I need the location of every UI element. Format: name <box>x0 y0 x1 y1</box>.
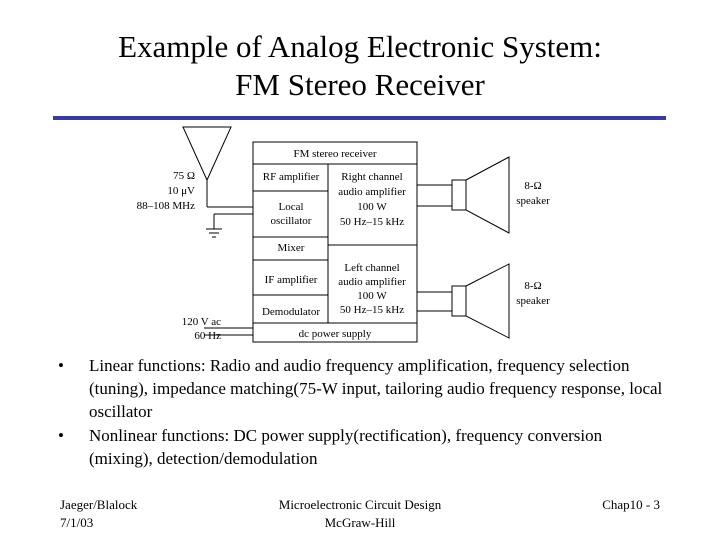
left-channel-line4: 50 Hz–15 kHz <box>340 304 404 316</box>
slide-title: Example of Analog Electronic System: FM … <box>0 28 720 104</box>
speaker-bottom-rating: 8-Ω <box>524 280 541 292</box>
block-local-oscillator-line1: Local <box>278 201 303 213</box>
antenna-frequency: 88–108 MHz <box>137 200 195 212</box>
block-if-amplifier: IF amplifier <box>265 274 318 286</box>
speaker-top-icon <box>417 156 510 234</box>
antenna-voltage: 10 μV <box>167 185 195 197</box>
footer-publisher: McGraw-Hill <box>324 515 396 530</box>
bullet-item-nonlinear: • Nonlinear functions: DC power supply(r… <box>58 424 668 470</box>
bullet-dot: • <box>58 426 64 445</box>
left-channel-line1: Left channel <box>344 262 399 274</box>
receiver-box <box>252 141 418 343</box>
right-channel-line4: 50 Hz–15 kHz <box>340 216 404 228</box>
bullet-dot: • <box>58 356 64 375</box>
block-rf-amplifier: RF amplifier <box>263 171 320 183</box>
footer-left: Jaeger/Blalock 7/1/03 <box>60 496 137 532</box>
footer-date: 7/1/03 <box>60 515 94 530</box>
bullet-text-linear: Linear functions: Radio and audio freque… <box>89 356 663 421</box>
footer-center: Microelectronic Circuit Design McGraw-Hi… <box>210 496 510 532</box>
footer-chapter: Chap10 - 3 <box>602 497 660 512</box>
block-local-oscillator-line2: oscillator <box>271 215 312 227</box>
ground-icon <box>206 213 253 238</box>
right-channel-line3: 100 W <box>357 201 387 213</box>
bullet-list: • Linear functions: Radio and audio freq… <box>58 354 668 471</box>
block-mixer: Mixer <box>278 242 305 254</box>
power-frequency: 60 Hz <box>194 330 221 342</box>
speaker-bottom-label: speaker <box>516 295 550 307</box>
right-channel-line1: Right channel <box>341 171 402 183</box>
antenna-impedance: 75 Ω <box>173 170 195 182</box>
antenna-icon <box>182 126 232 182</box>
fm-receiver-diagram: 75 Ω 10 μV 88–108 MHz 120 V ac 60 Hz FM … <box>137 126 550 343</box>
title-line-2: FM Stereo Receiver <box>235 67 485 102</box>
footer-right: Chap10 - 3 <box>560 496 660 514</box>
left-channel-line3: 100 W <box>357 290 387 302</box>
right-channel-line2: audio amplifier <box>338 186 406 198</box>
power-voltage: 120 V ac <box>182 316 221 328</box>
speaker-top-label: speaker <box>516 195 550 207</box>
speaker-top-rating: 8-Ω <box>524 180 541 192</box>
dc-power-supply: dc power supply <box>299 328 372 340</box>
block-demodulator: Demodulator <box>262 306 320 318</box>
bullet-item-linear: • Linear functions: Radio and audio freq… <box>58 354 668 423</box>
speaker-bottom-icon <box>417 263 510 339</box>
title-line-1: Example of Analog Electronic System: <box>118 29 602 64</box>
footer-authors: Jaeger/Blalock <box>60 497 138 512</box>
title-rule <box>53 116 666 120</box>
bullet-text-nonlinear: Nonlinear functions: DC power supply(rec… <box>89 426 603 468</box>
receiver-title: FM stereo receiver <box>293 148 376 160</box>
footer-book-title: Microelectronic Circuit Design <box>278 497 442 512</box>
left-channel-line2: audio amplifier <box>338 276 406 288</box>
